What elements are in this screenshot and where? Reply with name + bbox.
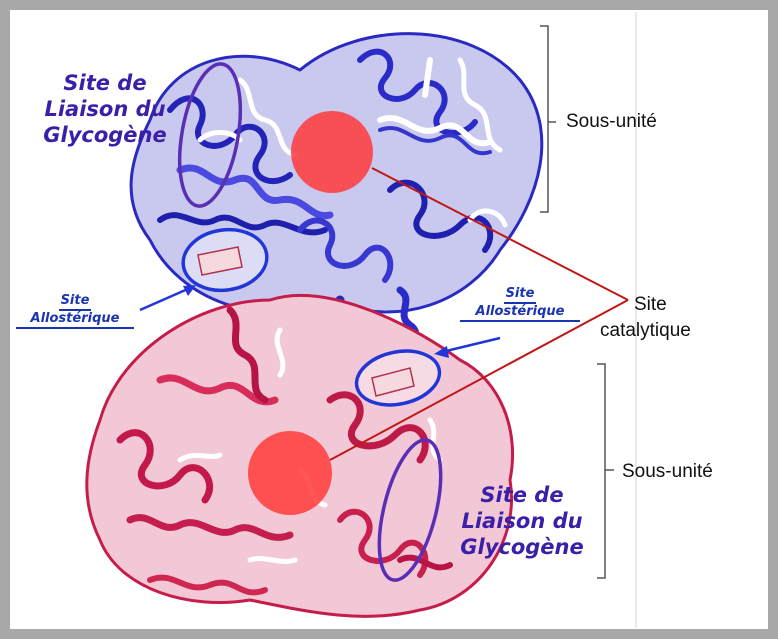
catalytic-site-top <box>291 111 373 193</box>
allosteric-arrow-left <box>139 285 196 312</box>
catalytic-pointer-bottom <box>329 299 629 461</box>
subunit-bracket-top <box>540 25 556 213</box>
binding-site-ellipse-bottom <box>377 438 443 582</box>
catalytic-pointer-top <box>371 167 629 301</box>
allosteric-arrow-right <box>434 336 501 358</box>
catalytic-site-label: Site catalytique <box>600 294 691 341</box>
binding-site-ellipse-top <box>177 62 243 208</box>
binding-site-label-top: Site de Liaison du Glycogène <box>43 71 167 147</box>
allosteric-label-right: Site Allostérique <box>460 286 580 322</box>
subunit-bracket-bottom <box>597 363 614 579</box>
catalytic-site-bottom <box>248 431 332 515</box>
subunit-label-bottom: Sous-unité <box>622 461 713 482</box>
allosteric-label-left: Site Allostérique <box>16 293 134 329</box>
subunit-label-top: Sous-unité <box>566 111 657 132</box>
binding-site-label-bottom: Site de Liaison du Glycogène <box>460 483 584 559</box>
